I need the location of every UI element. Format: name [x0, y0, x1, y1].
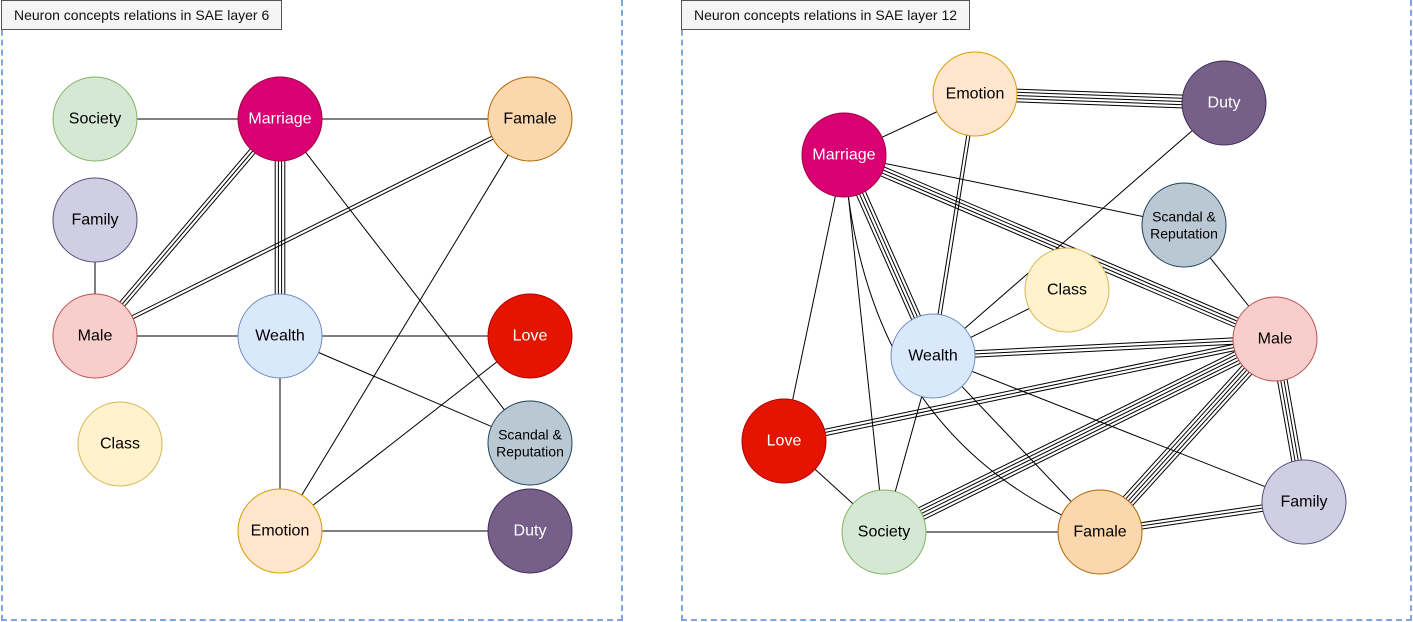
- edge-male-marriage: [92, 116, 283, 339]
- edge-love-male: [783, 335, 1276, 445]
- edge-wealth-male: [932, 335, 1276, 360]
- edge-marriage-scandal: [843, 154, 1185, 226]
- node-duty: Duty: [487, 488, 573, 574]
- node-label: Male: [1258, 331, 1293, 348]
- node-marriage: Marriage: [801, 112, 887, 198]
- node-wealth: Wealth: [237, 293, 323, 379]
- node-label: Emotion: [946, 86, 1005, 103]
- node-scandal: Scandal &Reputation: [487, 400, 573, 486]
- edge-emotion-wealth: [930, 93, 978, 357]
- edge-male-famale: [94, 117, 531, 338]
- node-male: Male: [1232, 296, 1318, 382]
- node-label: Emotion: [251, 523, 310, 540]
- edge-famale-emotion: [279, 118, 531, 532]
- node-duty: Duty: [1181, 60, 1267, 146]
- edge-wealth-scandal: [279, 335, 531, 444]
- node-label: Famale: [503, 111, 556, 128]
- node-label: Family: [1280, 494, 1327, 511]
- node-label: Scandal &: [1152, 209, 1216, 225]
- node-label: Love: [767, 433, 802, 450]
- edge-love-emotion: [279, 335, 531, 532]
- node-wealth: Wealth: [890, 313, 976, 399]
- node-label: Society: [69, 111, 121, 128]
- node-emotion: Emotion: [237, 488, 323, 574]
- panel-title: Neuron concepts relations in SAE layer 6: [1, 0, 283, 30]
- node-label: Duty: [1208, 95, 1241, 112]
- node-label: Love: [513, 328, 548, 345]
- node-label: Famale: [1073, 524, 1126, 541]
- node-label: Reputation: [496, 444, 564, 460]
- node-label: Society: [858, 524, 910, 541]
- edge-marriage-love: [783, 154, 845, 442]
- node-love: Love: [741, 398, 827, 484]
- node-scandal: Scandal &Reputation: [1141, 182, 1227, 268]
- edge-wealth-family: [932, 355, 1305, 503]
- node-label: Scandal &: [498, 427, 562, 443]
- node-emotion: Emotion: [932, 51, 1018, 137]
- node-label: Class: [1047, 282, 1087, 299]
- node-label: Family: [71, 212, 118, 229]
- edge-male-society: [880, 332, 1279, 539]
- edge-male-famale: [1094, 334, 1281, 537]
- diagram-panel-layer-6: Neuron concepts relations in SAE layer 6…: [1, 0, 623, 621]
- node-family: Family: [1261, 459, 1347, 545]
- node-class: Class: [1024, 247, 1110, 333]
- node-label: Marriage: [812, 147, 875, 164]
- node-label: Class: [100, 436, 140, 453]
- node-love: Love: [487, 293, 573, 379]
- node-male: Male: [52, 293, 138, 379]
- node-class: Class: [77, 401, 163, 487]
- node-famale: Famale: [1057, 489, 1143, 575]
- node-label: Male: [78, 328, 113, 345]
- node-label: Duty: [514, 523, 547, 540]
- node-society: Society: [841, 489, 927, 575]
- node-label: Wealth: [908, 348, 958, 365]
- node-famale: Famale: [487, 76, 573, 162]
- edge-duty-wealth: [932, 102, 1225, 357]
- edges-group: [783, 87, 1310, 539]
- node-label: Marriage: [248, 111, 311, 128]
- node-society: Society: [52, 76, 138, 162]
- diagram-panel-layer-12: Neuron concepts relations in SAE layer 1…: [681, 0, 1412, 621]
- node-label: Reputation: [1150, 226, 1218, 242]
- edge-marriage-society: [843, 154, 885, 533]
- node-label: Wealth: [255, 328, 305, 345]
- node-family: Family: [52, 177, 138, 263]
- edge-marriage-scandal: [279, 118, 531, 444]
- panel-title: Neuron concepts relations in SAE layer 1…: [681, 0, 971, 30]
- node-marriage: Marriage: [237, 76, 323, 162]
